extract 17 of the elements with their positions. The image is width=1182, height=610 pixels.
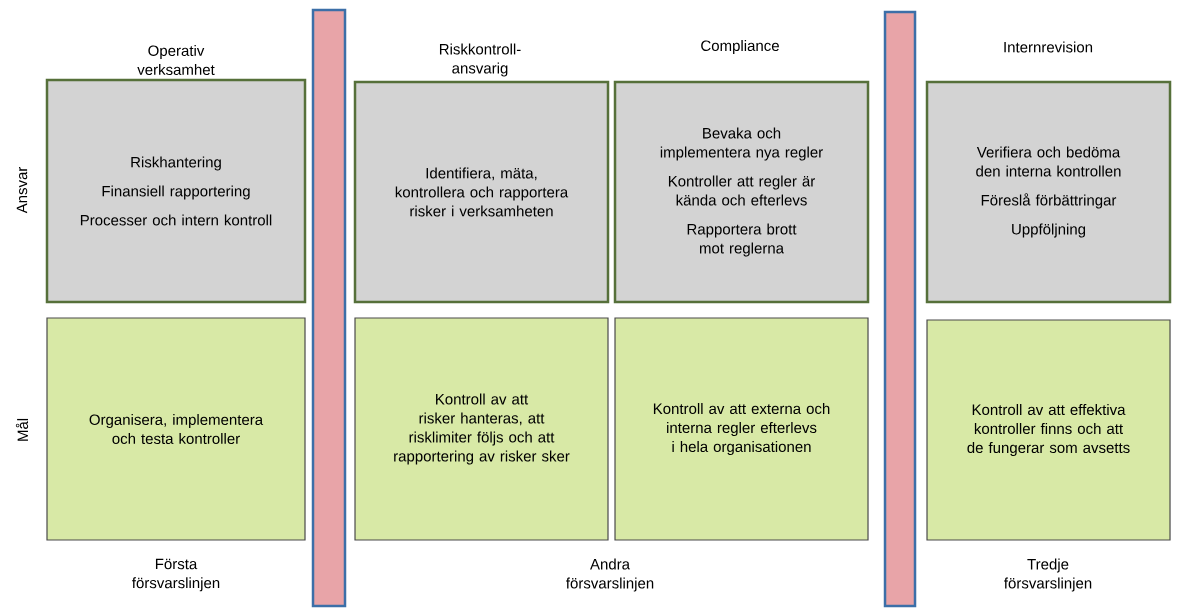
line-label: Första försvarslinjen <box>132 558 220 592</box>
goal-box: Kontroll av att effektiva kontroller finns och att de fungerar som avsetts <box>926 319 1171 541</box>
line-label: Andra försvarslinjen <box>566 558 654 592</box>
column-header: Internrevision <box>1004 41 1093 53</box>
divider-bar <box>311 8 347 608</box>
responsibility-box: Verifiera och bedöma den interna kontrollen Föreslå förbättringar Uppföljning <box>925 80 1172 304</box>
responsibility-box: Bevaka och implementera nya regler Kontroller att regler är kända och efterlevs Rapportera brott mot reglerna <box>613 80 870 304</box>
goal-box: Kontroll av att risker hanteras, att risklimiter följs och att rapportering av risker sker <box>354 317 609 541</box>
goal-box: Kontroll av att externa och interna regler efterlevs i hela organisationen <box>614 317 869 541</box>
goal-box: Organisera, implementera och testa kontroller <box>46 317 306 541</box>
row-label: Ansvar <box>16 166 28 214</box>
responsibility-box: Identifiera, mäta, kontrollera och rapportera risker i verksamheten <box>353 80 610 304</box>
responsibility-box: Riskhantering Finansiell rapportering Processer och intern kontroll <box>45 78 307 304</box>
divider-bar <box>883 10 917 608</box>
line-label: Tredje försvarslinjen <box>1004 558 1092 592</box>
column-header: Compliance <box>701 40 779 54</box>
row-label: Mål <box>15 418 29 441</box>
